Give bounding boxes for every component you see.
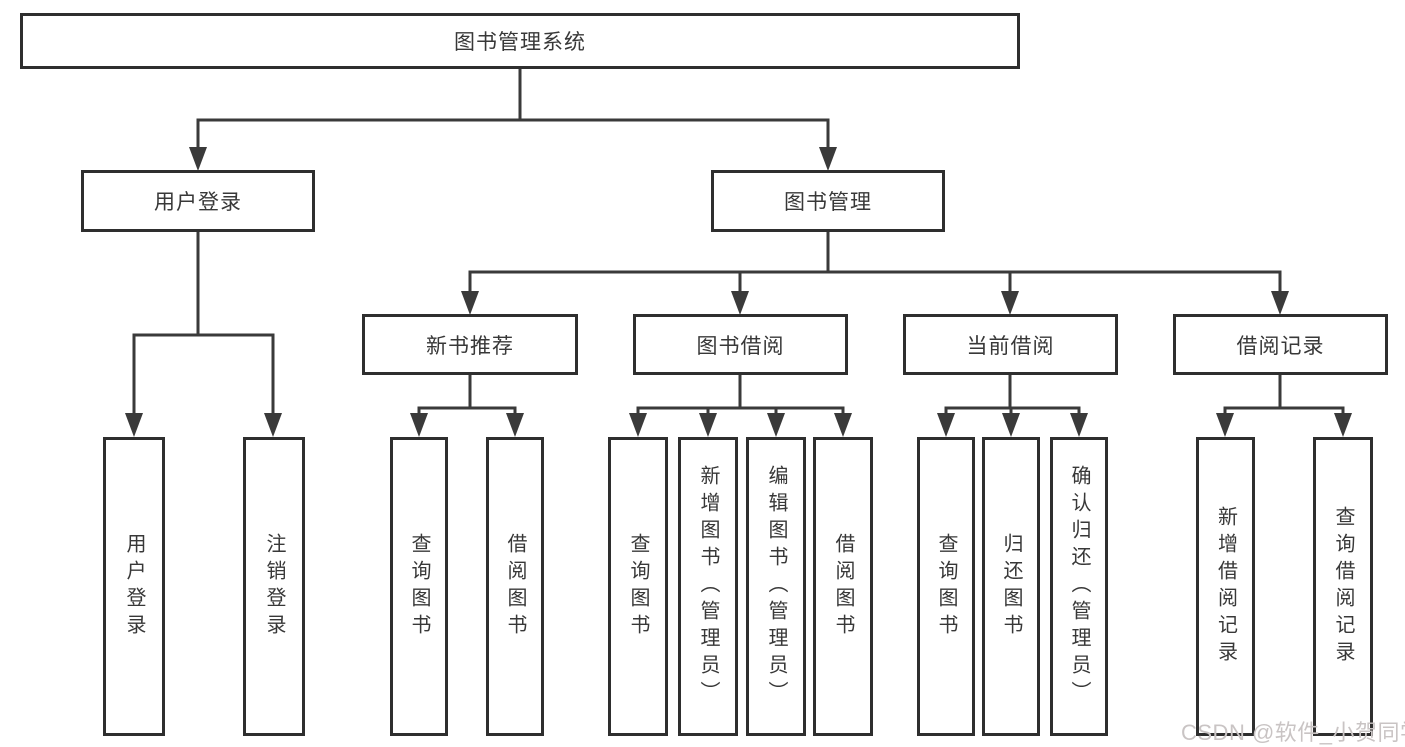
node-label: 查询图书	[935, 532, 957, 641]
node-label: 借阅记录	[1236, 334, 1325, 358]
node-label: 借阅图书	[504, 532, 526, 641]
node-borrowing-records: 借阅记录	[1173, 314, 1388, 375]
leaf-return-books: 归还图书	[982, 437, 1040, 736]
node-label: 新书推荐	[426, 334, 514, 358]
node-label: 借阅图书	[832, 532, 854, 641]
node-library-management-system: 图书管理系统	[20, 13, 1020, 69]
node-label: 用户登录	[154, 191, 242, 214]
leaf-borrow-books-2: 借阅图书	[813, 437, 873, 736]
node-label: 当前借阅	[966, 334, 1055, 358]
node-label: 归还图书	[1000, 532, 1022, 641]
node-label: 确认归还（管理员）	[1068, 465, 1090, 708]
node-label: 图书管理	[784, 191, 872, 214]
node-label: 图书管理系统	[454, 31, 586, 54]
leaf-add-borrow-record: 新增借阅记录	[1196, 437, 1255, 736]
node-label: 新增图书（管理员）	[697, 465, 719, 708]
leaf-user-login: 用户登录	[103, 437, 165, 736]
leaf-add-books-admin: 新增图书（管理员）	[678, 437, 738, 736]
csdn-watermark: CSDN @软件_小贺同学	[1181, 720, 1405, 745]
leaf-query-books-2: 查询图书	[608, 437, 668, 736]
node-label: 编辑图书（管理员）	[765, 465, 787, 708]
leaf-logout: 注销登录	[243, 437, 305, 736]
node-label: 新增借阅记录	[1214, 505, 1237, 668]
node-label: 查询借阅记录	[1332, 505, 1354, 668]
arrowhead-icons	[125, 147, 1352, 437]
leaf-query-books-1: 查询图书	[390, 437, 448, 736]
node-new-book-recommend: 新书推荐	[362, 314, 578, 375]
node-book-management: 图书管理	[711, 170, 945, 232]
leaf-query-borrow-record: 查询借阅记录	[1313, 437, 1373, 736]
node-label: 注销登录	[263, 532, 285, 641]
leaf-confirm-return-admin: 确认归还（管理员）	[1050, 437, 1108, 736]
node-book-borrowing: 图书借阅	[633, 314, 848, 375]
leaf-query-books-3: 查询图书	[917, 437, 975, 736]
node-label: 查询图书	[627, 532, 649, 641]
node-current-borrowing: 当前借阅	[903, 314, 1118, 375]
node-label: 查询图书	[408, 532, 430, 641]
leaf-edit-books-admin: 编辑图书（管理员）	[746, 437, 806, 736]
node-label: 用户登录	[123, 532, 145, 641]
leaf-borrow-books-1: 借阅图书	[486, 437, 544, 736]
node-user-login: 用户登录	[81, 170, 315, 232]
node-label: 图书借阅	[696, 334, 785, 358]
